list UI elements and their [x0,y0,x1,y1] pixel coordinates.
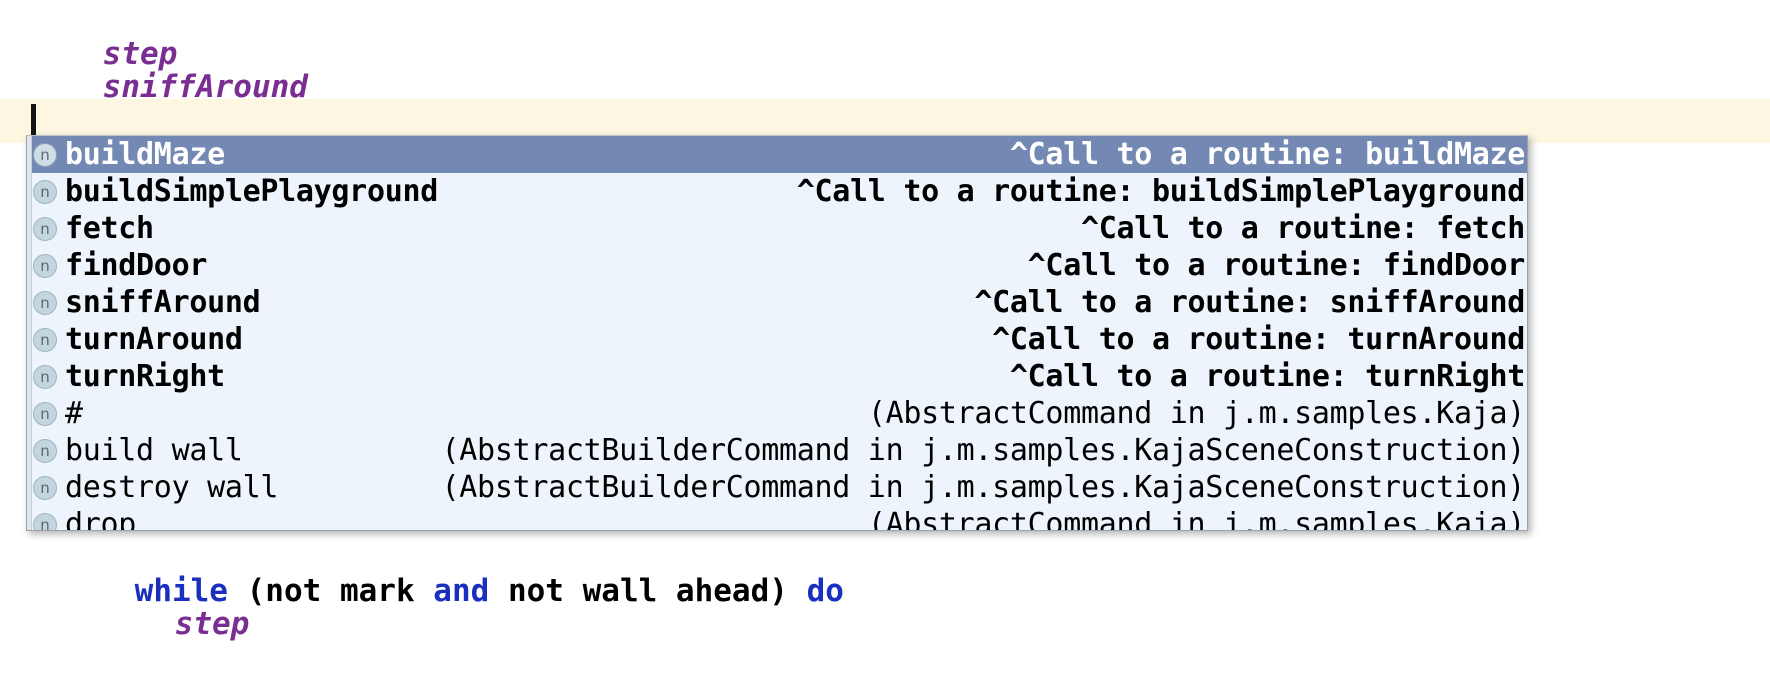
routine-icon: n [33,142,57,167]
completion-item-label: build wall [65,433,243,468]
routine-icon: n [33,253,57,278]
popup-scroll-rail[interactable] [27,136,32,530]
completion-item-description: ^Call to a routine: turnRight [1009,359,1525,394]
text-caret [31,104,36,142]
completion-item-description: (AbstractBuilderCommand in j.m.samples.K… [441,433,1526,468]
completion-item[interactable]: n buildSimplePlayground ^Call to a routine… [27,173,1527,210]
code-line-sniffaround: sniffAround [0,29,1770,105]
code-line-while: while (not mark and not wall ahead) do [0,533,1770,609]
completion-item-description: ^Call to a routine: sniffAround [974,285,1525,320]
completion-item-label: fetch [65,211,154,246]
completion-item-label: destroy wall [65,470,279,505]
completion-item-label: buildMaze [65,137,225,172]
code-token-condition-right: not wall ahead) [489,573,807,609]
routine-icon: n [33,216,57,241]
routine-icon: n [33,364,57,389]
routine-icon: n [33,401,57,426]
completion-item[interactable]: n build wall (AbstractBuilderCommand in j.… [27,432,1527,469]
completion-item[interactable]: n destroy wall (AbstractBuilderCommand in … [27,469,1527,506]
completion-item-description: ^Call to a routine: findDoor [1027,248,1526,283]
code-token-call: step [174,606,250,642]
code-token-call: step [102,36,178,72]
routine-icon: n [33,327,57,352]
completion-item-label: sniffAround [65,285,261,320]
routine-icon: n [33,512,57,530]
routine-icon: n [33,290,57,315]
routine-icon: n [33,438,57,463]
completion-item-description: (AbstractBuilderCommand in j.m.samples.K… [441,470,1526,505]
code-token-keyword-do: do [806,573,844,609]
completion-item-label: findDoor [65,248,208,283]
code-token-keyword-and: and [433,573,490,609]
code-token-keyword-while: while [134,573,228,609]
completion-item-description: ^Call to a routine: buildMaze [1009,137,1525,172]
code-line-step-body: step [0,566,1770,642]
completion-item[interactable]: n turnAround ^Call to a routine: turnAroun… [27,321,1527,358]
completion-item[interactable]: n buildMaze ^Call to a routine: buildMaze [27,136,1527,173]
completion-item-label: drop [65,507,137,531]
completion-item-description: ^Call to a routine: fetch [1080,211,1525,246]
completion-item-label: buildSimplePlayground [65,174,438,209]
completion-item[interactable]: n turnRight ^Call to a routine: turnRight [27,358,1527,395]
completion-item[interactable]: n # (AbstractCommand in j.m.samples.Kaja) [27,395,1527,432]
completion-item-label: turnAround [65,322,243,357]
completion-item-description: (AbstractCommand in j.m.samples.Kaja) [867,507,1525,531]
completion-item-label: # [65,396,83,431]
routine-icon: n [33,179,57,204]
code-token-condition-left: (not mark [227,573,434,609]
completion-item[interactable]: n sniffAround ^Call to a routine: sniffAro… [27,284,1527,321]
completion-item-description: (AbstractCommand in j.m.samples.Kaja) [867,396,1525,431]
completion-item[interactable]: n findDoor ^Call to a routine: findDoor [27,247,1527,284]
code-line-step: step [0,0,1770,72]
completion-item-description: ^Call to a routine: buildSimplePlaygroun… [796,174,1526,209]
completion-item-label: turnRight [65,359,225,394]
completion-item-description: ^Call to a routine: turnAround [992,322,1525,357]
routine-icon: n [33,475,57,500]
